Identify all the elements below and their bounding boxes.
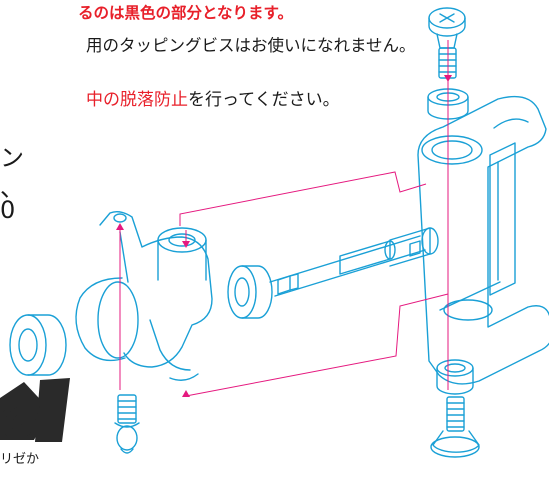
c-hub-carrier <box>417 95 549 385</box>
partial-text-3: 0 <box>0 196 16 224</box>
bottom-partial-text: リゼか <box>0 452 40 467</box>
ball-stud <box>114 394 140 454</box>
instruction-line-3: 中の脱落防止を行ってください。 <box>86 92 340 109</box>
drive-axle <box>269 227 439 297</box>
instruction-rest: を行ってください。 <box>188 90 340 110</box>
guide-lines <box>119 40 449 397</box>
instruction-highlight: 中の脱落防止 <box>86 90 188 110</box>
logo: VG <box>0 378 70 448</box>
instruction-line-2: 用のタッピングビスはお使いになれません。 <box>86 36 416 55</box>
lower-screw <box>430 396 480 458</box>
axle-bearing <box>227 265 273 319</box>
guide-arrows <box>116 75 452 397</box>
partial-text-2: 、 <box>0 174 24 202</box>
lower-bearing <box>436 359 474 395</box>
instruction-line-1: るのは黒色の部分となります。 <box>78 4 293 22</box>
partial-text-1: ン <box>0 144 24 172</box>
top-screw <box>428 7 466 79</box>
steering-knuckle <box>75 210 213 381</box>
left-bearing <box>9 314 67 376</box>
